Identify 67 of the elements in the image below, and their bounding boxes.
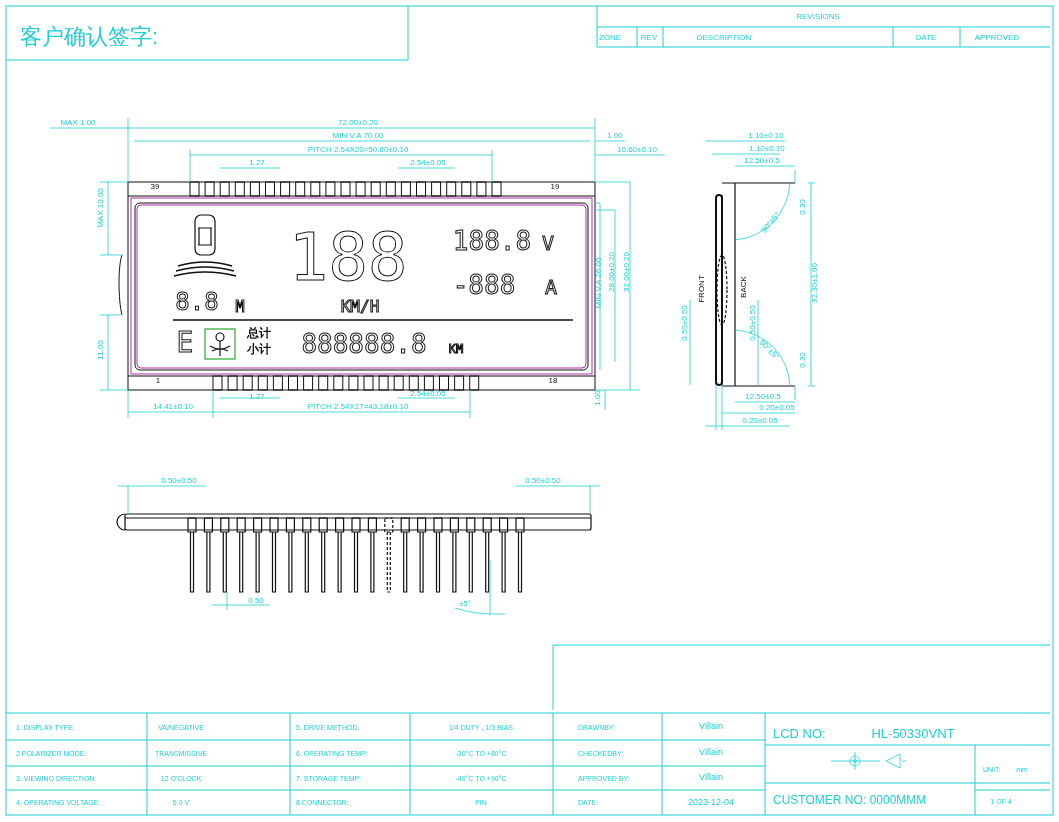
dimension-label: 1.10±0.10 [748,132,784,140]
dimension-label: 12.50±0.5 [744,157,780,165]
dimension-label: 72.00±0.20 [338,119,378,127]
dimension-label: 1.00 [607,132,623,140]
dimension-label: ±5° [459,600,471,608]
segment-text: 总计 [247,327,271,339]
segment-digits: 188.8 [452,228,532,254]
pin-number: 1 [155,377,161,385]
dimension-label: 28.00±0.20 [608,252,616,292]
unit-symbol: KM/H [340,299,380,315]
segment-digits: -888 [452,272,516,298]
customer-number: 0000MMM [869,794,927,806]
view-label: BACK [740,276,748,298]
dimension-label: 0.50 [248,597,264,605]
dimension-label: 32.30±1.00 [811,263,819,303]
dimension-label: 0.50±0.50 [161,477,197,485]
pin-number: 19 [550,183,560,191]
unit-symbol: M [235,299,245,315]
unit-symbol: V [542,233,554,253]
dimension-label: 1.27 [249,393,265,401]
column-header: REV [640,34,658,42]
dimension-label: 0.50±0.50 [525,477,561,485]
dimension-label: 0.30 [799,199,807,215]
unit-symbol: KM [448,343,464,355]
unit-symbol: A [545,277,557,297]
signature-heading: 客户确认签字: [20,26,159,48]
dimension-label: PITCH 2.54X17=43.18±0.10 [307,403,409,411]
dimension-label: PITCH 2.54X20=50.80±0.10 [307,146,409,154]
dimension-label: 2.54±0.05 [410,390,446,398]
spec-value: Villain [699,721,723,731]
segment-icon: E [176,329,194,357]
spec-value: Villain [699,772,723,782]
column-header: DATE [915,34,937,42]
spec-value: 2023-12-04 [688,797,734,807]
dimension-label: 0.50±0.50 [749,305,757,341]
dimension-label: 12.50±0.5 [745,393,781,401]
segment-digits: 888888.8 [301,331,427,357]
dimension-label: 2.54±0.05 [410,159,446,167]
dimension-label: 1.10±0.10 [749,145,785,153]
dimension-label: 0.50±0.50 [681,305,689,341]
dimension-label: 1.00 [594,390,602,406]
pin-number: 39 [150,183,160,191]
dimension-label: MIN V.A 70.00 [332,132,384,140]
spec-value: Villain [699,747,723,757]
dimension-label: 11.00 [97,340,105,360]
column-header: DESCRIPTION [696,34,752,42]
dimension-label: 32.00±0.20 [623,252,631,292]
table-header: REVISIONS [796,13,840,21]
part-number-label: LCD NO: [773,726,826,740]
dimension-label: 0.20±0.05 [742,417,778,425]
pin-number: 18 [548,377,558,385]
segment-text: 小计 [247,343,271,355]
dimension-label: MIN V.A 26.00 [595,257,603,309]
segment-digits: 188 [288,225,408,291]
dimension-label: 0.30 [799,352,807,368]
customer-number-label: CUSTOMER NO: [773,794,867,806]
part-number: HL-50330VNT [871,726,955,740]
dimension-label: 1.27 [249,159,265,167]
dimension-label: 0.20±0.05 [759,404,795,412]
dimension-label: 14.41±0.10 [153,403,193,411]
view-label: FRONT [698,275,706,303]
column-header: APPROVED [974,34,1020,42]
column-header: ZONE [598,34,622,42]
dimension-label: 10.60±0.10 [617,146,657,154]
segment-digits: 8.8 [175,290,219,314]
dimension-label: MAX 1.00 [60,119,96,127]
dimension-label: MAX 10.00 [97,188,105,228]
